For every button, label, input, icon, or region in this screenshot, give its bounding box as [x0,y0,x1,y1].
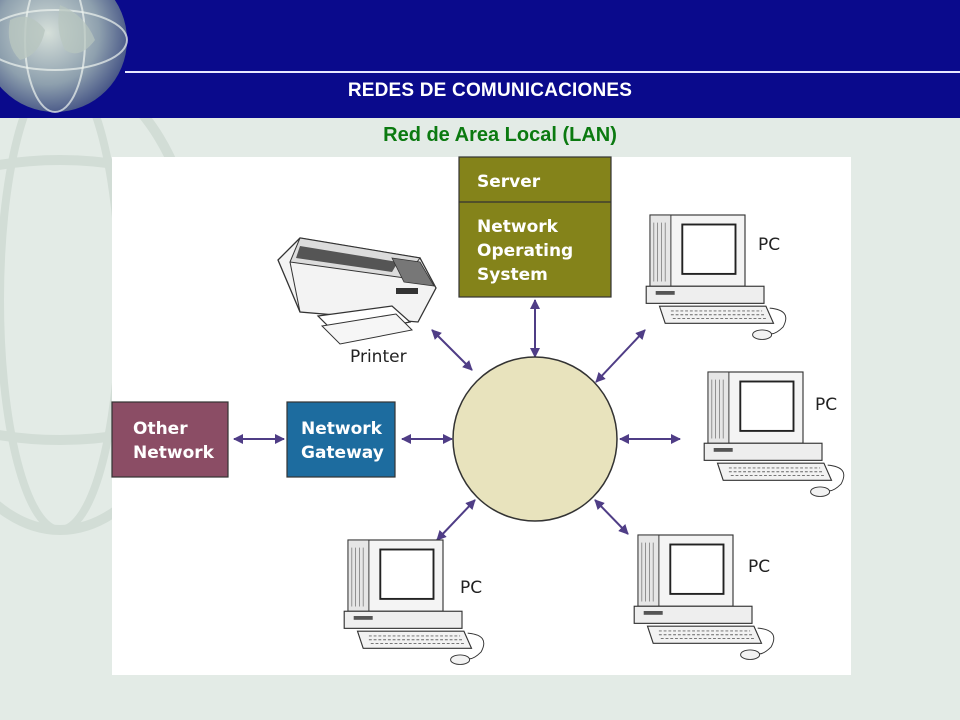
gateway-line2: Gateway [301,443,384,463]
lan-hub [452,356,618,522]
pc-label-lower-right: PC [748,557,770,577]
other-network-line2: Network [133,443,215,463]
arrow-pc-lower-left-hub [436,499,476,541]
pc-icon [645,214,787,341]
arrow-printer-hub [431,329,473,371]
header-title: REDES DE COMUNICACIONES [347,80,633,101]
gateway-line1: Network [301,419,383,439]
server-line2: Operating [477,241,573,261]
pc-lower-left [343,539,485,666]
header-rule [125,71,960,73]
gateway-node: Network Gateway [286,401,396,478]
pc-label-lower-left: PC [460,578,482,598]
server-node: Server Network Operating System [458,156,612,298]
server-line3: System [477,265,548,285]
pc-upper-right [645,214,787,341]
printer-icon [277,237,437,345]
arrow-pc-upper-right-hub [595,329,646,383]
pc-lower-right [633,534,775,661]
other-network-node: Other Network [111,401,229,478]
pc-icon [703,371,845,498]
pc-icon [633,534,775,661]
pc-label-right: PC [815,395,837,415]
printer-node: Printer [277,237,437,367]
pc-right [703,371,845,498]
pc-icon [343,539,485,666]
arrow-pc-lower-right-hub [594,499,629,535]
globe-logo [0,0,128,113]
server-title: Server [477,172,541,192]
pc-label-upper-right: PC [758,235,780,255]
slide-subtitle: Red de Area Local (LAN) [383,124,617,146]
printer-label: Printer [350,347,407,367]
header-banner [0,0,960,118]
other-network-line1: Other [133,419,188,439]
server-line1: Network [477,217,559,237]
